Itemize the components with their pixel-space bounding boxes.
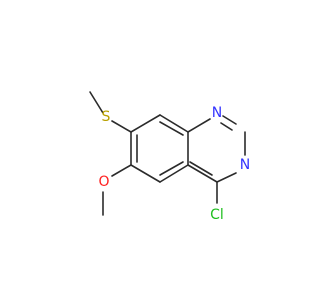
bond-c7-s (111, 120, 132, 133)
bond-c8a-c8 (130, 114, 161, 133)
atom-label-s: S (102, 109, 111, 125)
bond-n1-c2-inner (220, 122, 233, 131)
structure-drawing: N N Cl S O (89, 91, 250, 223)
bond-c4a-c8a-inner (159, 121, 184, 136)
atom-label-o: O (98, 174, 109, 190)
molecule-canvas: N N Cl S O (89, 91, 250, 223)
atom-label-n3: N (240, 157, 250, 173)
bond-c6-c5-inner (159, 161, 184, 176)
bond-s-ch3 (89, 91, 104, 114)
bond-n3-c4 (216, 172, 237, 183)
bond-n1-c2 (222, 115, 237, 125)
atom-label-n1: N (212, 105, 222, 121)
bond-c7-c6 (130, 164, 161, 183)
bond-c4a-c8a (159, 114, 189, 133)
bond-c8a-n1 (187, 118, 211, 133)
bond-c6-c5 (159, 164, 189, 183)
bond-c4-c4a (187, 164, 218, 183)
atom-label-cl: Cl (210, 207, 224, 223)
bond-c4-c4a-inner (189, 161, 213, 176)
bond-c6-o (111, 164, 132, 177)
